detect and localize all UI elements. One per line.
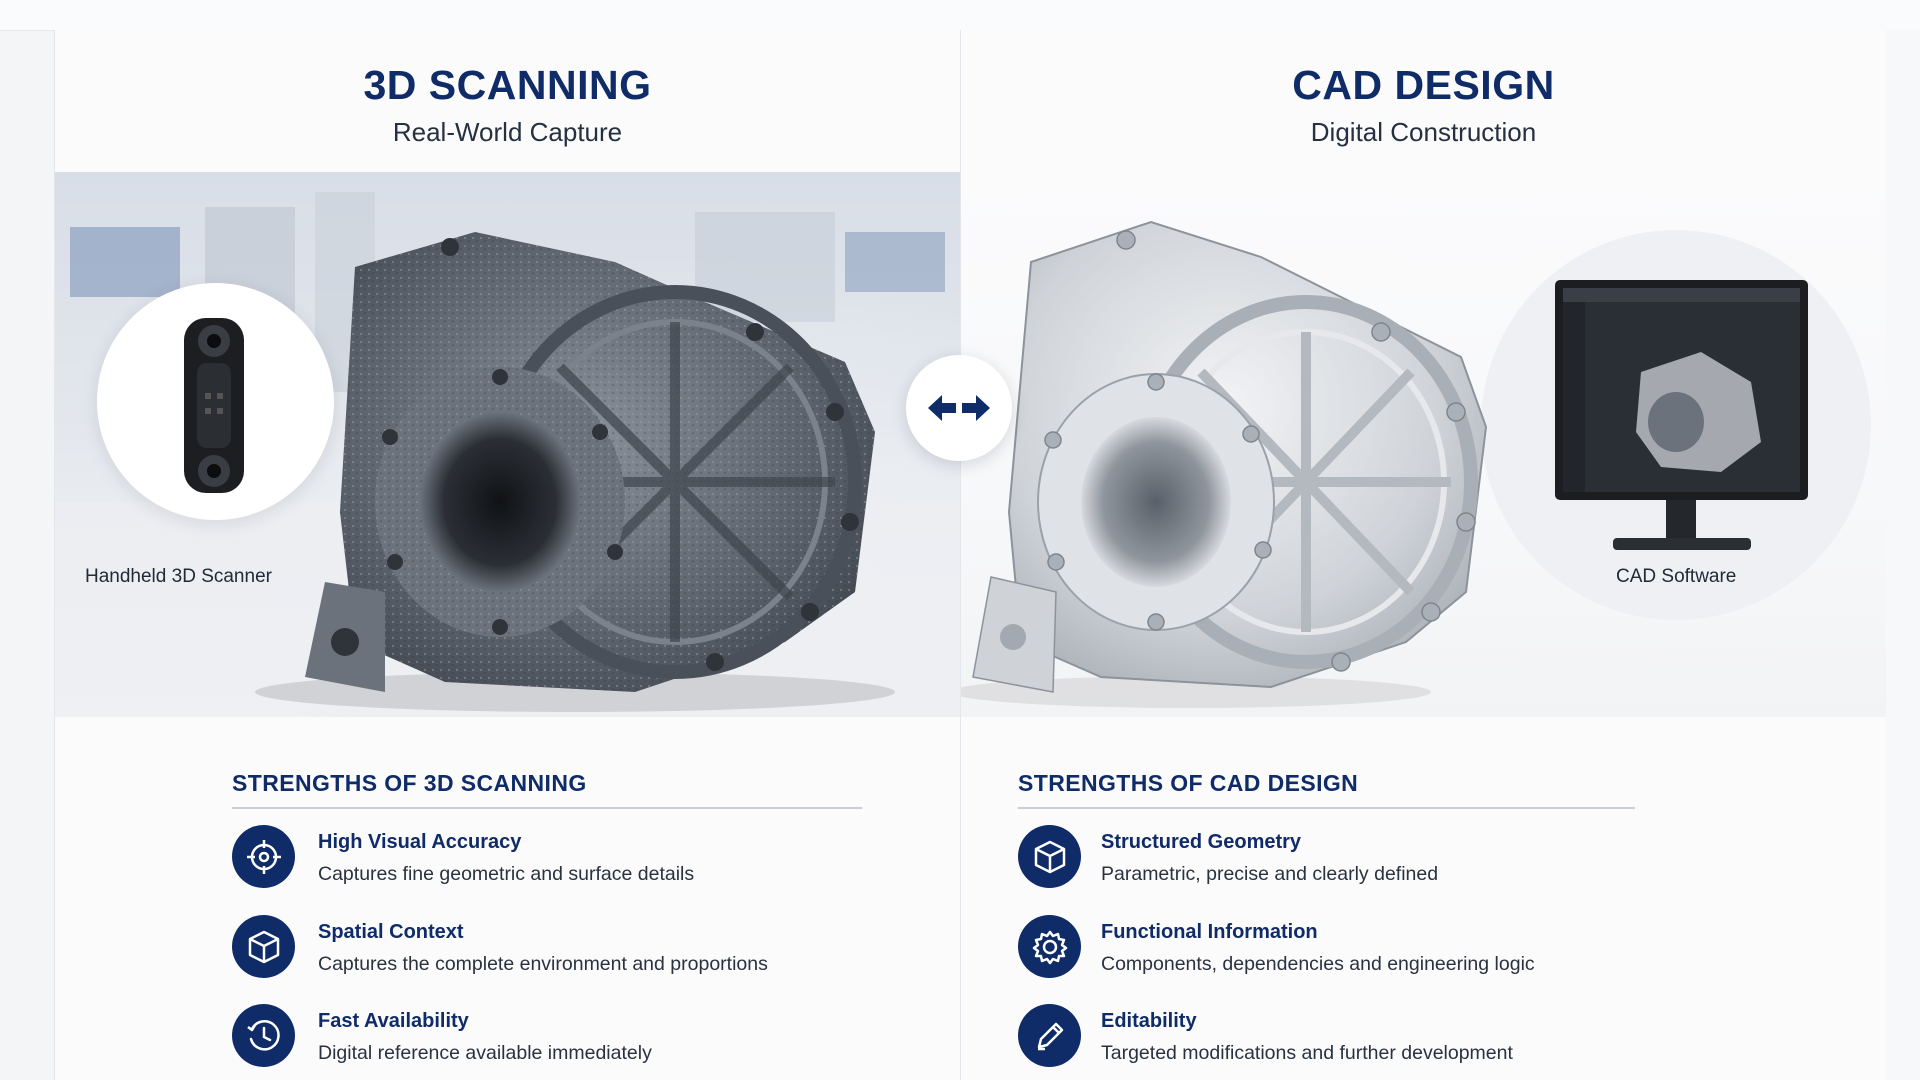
history-clock-icon xyxy=(232,1004,295,1067)
cad-title: CAD DESIGN xyxy=(1292,62,1555,108)
strength-title: High Visual Accuracy xyxy=(318,831,522,853)
gear-icon xyxy=(1018,915,1081,978)
cad-subtitle: Digital Construction xyxy=(1310,117,1537,147)
strength-text: Functional Information Components, depen… xyxy=(1101,921,1661,976)
cad-part-image: CAD Software xyxy=(961,172,1886,717)
strength-title: Spatial Context xyxy=(318,921,464,943)
scanning-subtitle: Real-World Capture xyxy=(392,117,623,147)
strength-description: Parametric, precise and clearly defined xyxy=(1101,863,1439,885)
monitor-icon xyxy=(1555,280,1808,550)
strength-description: Targeted modifications and further devel… xyxy=(1101,1042,1513,1064)
strength-title: Editability xyxy=(1101,1010,1197,1032)
cube-icon xyxy=(1018,825,1081,888)
strength-description: Digital reference available immediately xyxy=(318,1042,652,1064)
strength-text: High Visual Accuracy Captures fine geome… xyxy=(318,831,878,886)
pencil-icon xyxy=(1018,1004,1081,1067)
strength-text: Spatial Context Captures the complete en… xyxy=(318,921,878,976)
cad-software-caption: CAD Software xyxy=(1616,566,1737,587)
scanned-part-image: Handheld 3D Scanner xyxy=(55,172,960,717)
strength-text: Editability Targeted modifications and f… xyxy=(1101,1010,1661,1065)
strength-text: Structured Geometry Parametric, precise … xyxy=(1101,831,1661,886)
rough-housing-illustration xyxy=(255,232,895,712)
scanning-panel: 3D SCANNING Real-World Capture xyxy=(54,30,960,1080)
cad-strengths-title: STRENGTHS OF CAD DESIGN xyxy=(1018,770,1635,809)
scanning-title: 3D SCANNING xyxy=(363,62,652,108)
cube-icon xyxy=(232,915,295,978)
right-margin xyxy=(1886,30,1920,1080)
strength-description: Captures the complete environment and pr… xyxy=(318,953,768,975)
cad-housing-illustration xyxy=(961,220,1488,708)
crosshair-icon xyxy=(232,825,295,888)
strength-description: Captures fine geometric and surface deta… xyxy=(318,863,695,885)
scanner-inset xyxy=(97,283,334,520)
top-strip xyxy=(0,0,1920,31)
scanning-strengths-title: STRENGTHS OF 3D SCANNING xyxy=(232,770,862,809)
handheld-scanner-icon xyxy=(184,318,244,493)
strength-title: Functional Information xyxy=(1101,921,1318,943)
cad-header: CAD DESIGN Digital Construction xyxy=(961,30,1886,172)
strength-title: Structured Geometry xyxy=(1101,831,1302,853)
strength-description: Components, dependencies and engineering… xyxy=(1101,953,1535,975)
scanning-header: 3D SCANNING Real-World Capture xyxy=(55,30,960,172)
strength-text: Fast Availability Digital reference avai… xyxy=(318,1010,878,1065)
swap-arrows-icon xyxy=(906,355,1012,461)
strength-title: Fast Availability xyxy=(318,1010,469,1032)
scanner-caption: Handheld 3D Scanner xyxy=(85,566,272,587)
cad-panel: CAD DESIGN Digital Construction xyxy=(960,30,1887,1080)
